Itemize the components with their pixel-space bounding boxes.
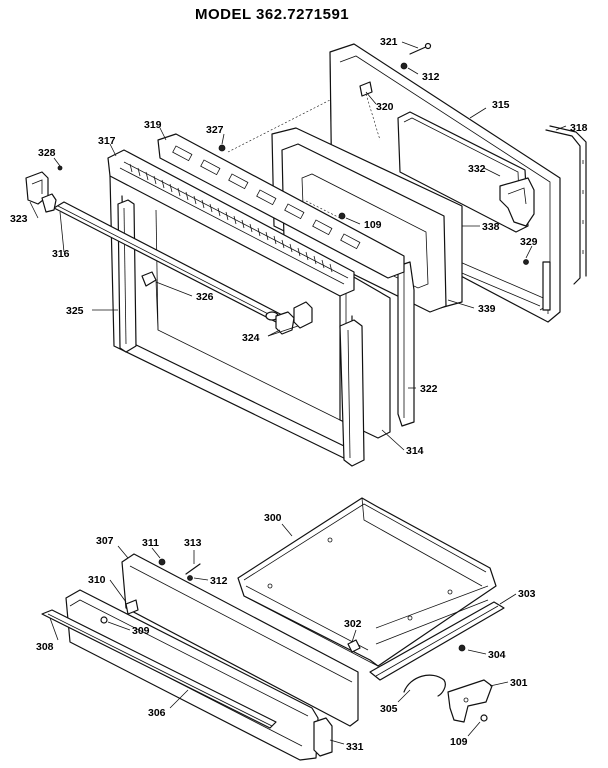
- callout-304: 304: [488, 649, 506, 661]
- callout-327: 327: [206, 124, 224, 136]
- screw-328: [57, 165, 63, 171]
- frame-upright-right: [339, 319, 365, 467]
- window-bracket: [499, 177, 535, 227]
- side-trim-right: [397, 261, 415, 427]
- handle-end-cap-small: [41, 193, 57, 213]
- drawer-front-panel: [121, 553, 359, 727]
- clip-310: [125, 599, 139, 615]
- callout-332: 332: [468, 163, 486, 175]
- callout-316: 316: [52, 248, 70, 260]
- callout-311: 311: [142, 537, 159, 549]
- callout-319: 319: [144, 119, 162, 131]
- callout-320: 320: [376, 101, 394, 113]
- wire-spring: [403, 674, 446, 697]
- callout-301: 301: [510, 677, 528, 689]
- callout-318: 318: [570, 122, 588, 134]
- callout-302: 302: [344, 618, 362, 630]
- callout-317: 317: [98, 135, 116, 147]
- callout-109-bottom: 109: [450, 736, 468, 748]
- callout-310: 310: [88, 574, 106, 586]
- callout-328: 328: [38, 147, 56, 159]
- callout-325: 325: [66, 305, 84, 317]
- handle-clip: [141, 271, 157, 287]
- callout-313: 313: [184, 537, 202, 549]
- drawer-end-bracket: [313, 717, 333, 757]
- callout-109-top: 109: [364, 219, 382, 231]
- callout-331: 331: [346, 741, 364, 753]
- callout-309: 309: [132, 625, 150, 637]
- drawer-body: [237, 497, 497, 667]
- side-trim-left: [117, 199, 137, 353]
- vent-panel: [157, 133, 405, 279]
- screw-304: [458, 644, 466, 652]
- callout-300: 300: [264, 512, 282, 524]
- screw-109-top: [338, 212, 346, 220]
- leader-lines: [29, 41, 567, 745]
- callout-303: 303: [518, 588, 536, 600]
- drawer-bracket: [447, 679, 493, 723]
- screw-109-bottom: [480, 714, 488, 722]
- callout-307: 307: [96, 535, 114, 547]
- handle-end-caps: [275, 301, 313, 335]
- callout-323: 323: [10, 213, 28, 225]
- callout-339: 339: [478, 303, 496, 315]
- screw-327: [218, 144, 226, 152]
- outer-door-panel: [329, 43, 561, 323]
- callout-306: 306: [148, 707, 166, 719]
- clip-302: [347, 639, 361, 653]
- screw-313: [185, 563, 201, 575]
- callout-312: 312: [422, 71, 440, 83]
- callout-321: 321: [380, 36, 398, 48]
- callout-324: 324: [242, 332, 260, 344]
- callout-329: 329: [520, 236, 538, 248]
- screw-321: [409, 42, 432, 55]
- callout-314: 314: [406, 445, 424, 457]
- callout-labels: 321 312 315 320 318 319 327 317 328 323 …: [10, 36, 588, 753]
- nut-312-lower: [187, 575, 193, 581]
- callout-326: 326: [196, 291, 214, 303]
- callout-315: 315: [492, 99, 510, 111]
- screw-309: [100, 616, 108, 624]
- callout-312-lower: 312: [210, 575, 228, 587]
- callout-308: 308: [36, 641, 54, 653]
- drawer-slide-rail: [369, 601, 505, 681]
- model-title: MODEL 362.7271591: [195, 6, 349, 23]
- callout-338: 338: [482, 221, 500, 233]
- screw-311: [158, 558, 166, 566]
- nut-312: [400, 62, 408, 70]
- callout-322: 322: [420, 383, 438, 395]
- assembly-lines-top: [227, 93, 381, 219]
- drawer-trim-strip: [41, 609, 277, 729]
- clip-320: [359, 81, 373, 97]
- callout-305: 305: [380, 703, 398, 715]
- screw-329: [523, 259, 529, 265]
- door-gasket: [545, 125, 587, 285]
